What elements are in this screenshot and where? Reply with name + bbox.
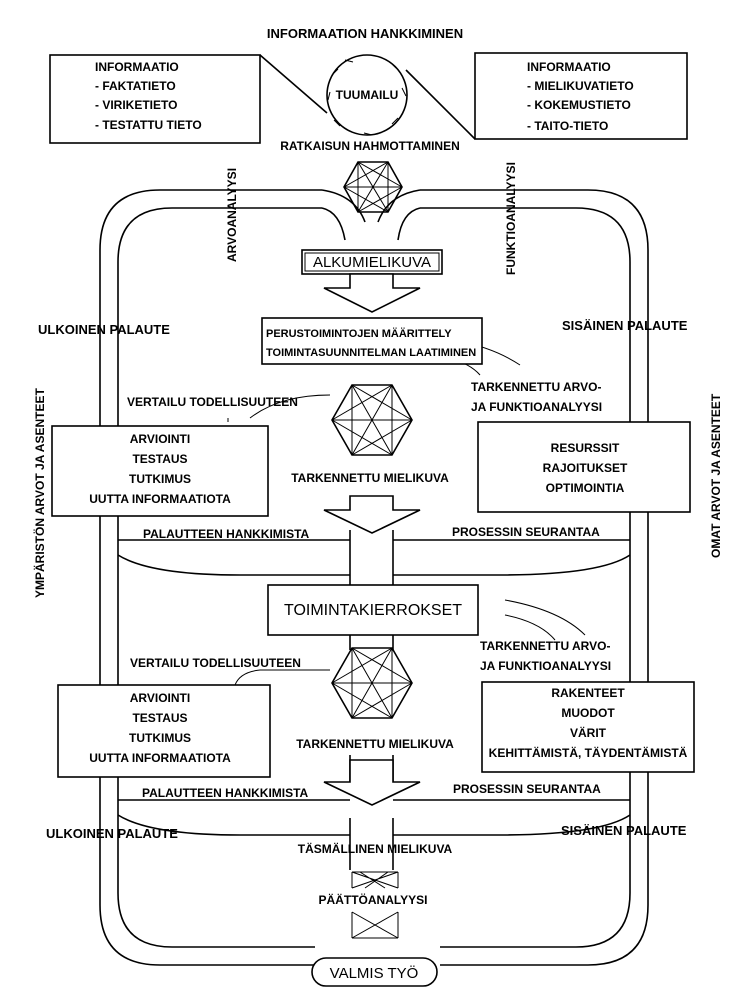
resurssit-line-1: RAJOITUKSET	[543, 461, 628, 475]
tarkennettu-mielikuva-label-1: TARKENNETTU MIELIKUVA	[291, 471, 449, 485]
ratkaisu-label: RATKAISUN HAHMOTTAMINEN	[280, 139, 460, 153]
tarkennettu-analyysi-1-line-0: TARKENNETTU ARVO-	[471, 380, 601, 394]
rakenteet-line-1: MUODOT	[561, 706, 615, 720]
arvoanalyysi-label: ARVOANALYYSI	[225, 168, 239, 262]
arviointi-1-line-0: ARVIOINTI	[130, 432, 190, 446]
palautteen-label-2: PALAUTTEEN HANKKIMISTA	[142, 786, 309, 800]
omat-label: OMAT ARVOT JA ASENTEET	[709, 393, 723, 558]
valmis-tyo-label: VALMIS TYÖ	[330, 964, 419, 982]
prosessin-label-2: PROSESSIN SEURANTAA	[453, 782, 601, 796]
info-box-left: INFORMAATIO - FAKTATIETO - VIRIKETIETO -…	[49, 54, 261, 144]
tuumailu-label: TUUMAILU	[336, 88, 399, 102]
network-hexagon-2	[331, 384, 413, 456]
tarkennettu-analyysi-2-line-1: JA FUNKTIOANALYYSI	[480, 659, 611, 673]
info-left-line-0: INFORMAATIO	[95, 60, 179, 74]
title: INFORMAATION HANKKIMINEN	[267, 26, 463, 41]
info-right-line-1: - MIELIKUVATIETO	[527, 79, 634, 93]
arviointi-2-line-1: TESTAUS	[132, 711, 187, 725]
ymparisto-label: YMPÄRISTÖN ARVOT JA ASENTEET	[32, 388, 47, 598]
info-left-line-1: - FAKTATIETO	[95, 79, 176, 93]
resurssit-line-2: OPTIMOINTIA	[546, 481, 625, 495]
info-box-right: INFORMAATIO - MIELIKUVATIETO - KOKEMUSTI…	[474, 52, 688, 140]
rakenteet-box: RAKENTEET MUODOT VÄRIT KEHITTÄMISTÄ, TÄY…	[481, 681, 695, 773]
perustoiminto-line-0: PERUSTOIMINTOJEN MÄÄRITTELY	[266, 327, 452, 340]
tarkennettu-mielikuva-label-2: TARKENNETTU MIELIKUVA	[296, 737, 454, 751]
arrow-down-1	[323, 273, 421, 313]
palautteen-label-1: PALAUTTEEN HANKKIMISTA	[143, 527, 310, 541]
arviointi-2-line-0: ARVIOINTI	[130, 691, 190, 705]
tuumailu-circle: TUUMAILU	[326, 54, 408, 136]
funktioanalyysi-label: FUNKTIOANALYYSI	[504, 162, 518, 275]
prosessin-label-1: PROSESSIN SEURANTAA	[452, 525, 600, 539]
sisainen-palaute-label-2: SISÄINEN PALAUTE	[561, 823, 687, 838]
ulkoinen-palaute-label-1: ULKOINEN PALAUTE	[38, 322, 170, 337]
outer-feedback-loop	[99, 189, 649, 966]
arviointi-box-2: ARVIOINTI TESTAUS TUTKIMUS UUTTA INFORMA…	[57, 684, 271, 778]
arviointi-1-line-2: TUTKIMUS	[129, 472, 191, 486]
paattoanalyysi-network	[351, 871, 399, 939]
central-trunk	[349, 530, 394, 870]
valmis-tyo-pill: VALMIS TYÖ	[311, 957, 438, 987]
ulkoinen-palaute-label-2: ULKOINEN PALAUTE	[46, 826, 178, 841]
info-right-line-0: INFORMAATIO	[527, 60, 611, 74]
arrow-down-2	[323, 495, 421, 534]
tarkennettu-analyysi-1-line-1: JA FUNKTIOANALYYSI	[471, 400, 602, 414]
rakenteet-line-2: VÄRIT	[570, 725, 607, 740]
info-left-line-2: - VIRIKETIETO	[95, 98, 177, 112]
network-hexagon-top	[343, 161, 403, 213]
info-right-line-2: - KOKEMUSTIETO	[527, 98, 631, 112]
arviointi-2-line-3: UUTTA INFORMAATIOTA	[89, 751, 231, 765]
tasmallinen-label: TÄSMÄLLINEN MIELIKUVA	[298, 841, 453, 856]
toimintakierrokset-label: TOIMINTAKIERROKSET	[284, 602, 462, 619]
tarkennettu-analyysi-2-line-0: TARKENNETTU ARVO-	[480, 639, 610, 653]
arrow-down-3	[323, 759, 421, 806]
info-left-line-3: - TESTATTU TIETO	[95, 118, 202, 132]
alkumielikuva-box: ALKUMIELIKUVA	[301, 249, 443, 275]
sisainen-palaute-label-1: SISÄINEN PALAUTE	[562, 318, 688, 333]
paattoanalyysi-label: PÄÄTTÖANALYYSI	[319, 892, 428, 907]
perustoiminto-line-1: TOIMINTASUUNNITELMAN LAATIMINEN	[266, 347, 476, 359]
arviointi-1-line-3: UUTTA INFORMAATIOTA	[89, 492, 231, 506]
arviointi-1-line-1: TESTAUS	[132, 452, 187, 466]
arviointi-box-1: ARVIOINTI TESTAUS TUTKIMUS UUTTA INFORMA…	[51, 425, 269, 517]
resurssit-line-0: RESURSSIT	[551, 441, 620, 455]
toimintakierrokset-box: TOIMINTAKIERROKSET	[267, 584, 479, 636]
resurssit-box: RESURSSIT RAJOITUKSET OPTIMOINTIA	[477, 421, 691, 513]
inner-loop-2	[117, 599, 631, 836]
perustoiminto-box: PERUSTOIMINTOJEN MÄÄRITTELY TOIMINTASUUN…	[261, 317, 483, 365]
rakenteet-line-0: RAKENTEET	[551, 686, 625, 700]
alkumielikuva-label: ALKUMIELIKUVA	[313, 254, 431, 271]
network-hexagon-3	[331, 647, 413, 719]
info-right-line-3: - TAITO-TIETO	[527, 119, 608, 133]
arviointi-2-line-2: TUTKIMUS	[129, 731, 191, 745]
vertailu-label-1: VERTAILU TODELLISUUTEEN	[127, 395, 298, 409]
vertailu-label-2: VERTAILU TODELLISUUTEEN	[130, 656, 301, 670]
rakenteet-line-3: KEHITTÄMISTÄ, TÄYDENTÄMISTÄ	[489, 745, 688, 760]
